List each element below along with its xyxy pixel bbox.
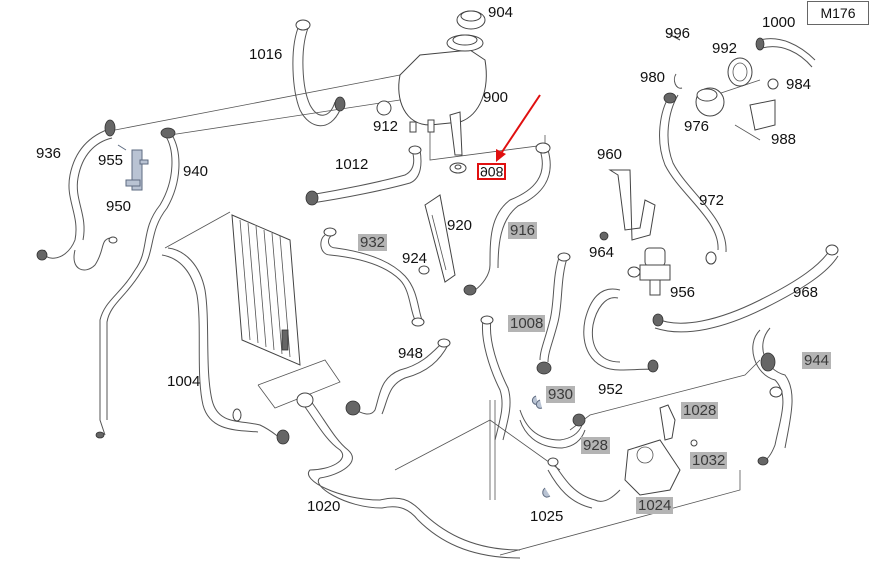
part-label-1000[interactable]: 1000 bbox=[762, 14, 796, 31]
hose-1000 bbox=[666, 32, 816, 68]
part-label-960[interactable]: 960 bbox=[597, 146, 623, 163]
part-label-1025[interactable]: 1025 bbox=[530, 508, 564, 525]
selection-arrow bbox=[496, 94, 541, 162]
part-label-928[interactable]: 928 bbox=[581, 437, 611, 454]
clip-924 bbox=[418, 265, 430, 275]
part-label-950[interactable]: 950 bbox=[106, 198, 132, 215]
part-label-968[interactable]: 968 bbox=[793, 284, 819, 301]
hose-940 bbox=[95, 127, 180, 439]
thermostat-976 bbox=[673, 57, 779, 141]
bracket-960 bbox=[599, 169, 656, 241]
part-label-980[interactable]: 980 bbox=[640, 69, 666, 86]
part-label-1024[interactable]: 1024 bbox=[636, 497, 674, 514]
part-label-992[interactable]: 992 bbox=[712, 40, 738, 57]
part-label-908-selected[interactable]: 908 bbox=[477, 163, 507, 180]
part-label-936[interactable]: 936 bbox=[36, 145, 62, 162]
hose-936 bbox=[36, 119, 118, 271]
part-label-984[interactable]: 984 bbox=[786, 76, 812, 93]
bracket-950 bbox=[117, 144, 149, 191]
part-label-904[interactable]: 904 bbox=[488, 4, 514, 21]
hose-968 bbox=[652, 244, 839, 333]
part-label-912[interactable]: 912 bbox=[373, 118, 399, 135]
hose-952 bbox=[583, 288, 659, 373]
hose-1020 bbox=[296, 392, 521, 559]
pump-1024 bbox=[624, 404, 698, 496]
hose-916 bbox=[463, 142, 551, 296]
part-label-932[interactable]: 932 bbox=[358, 234, 388, 251]
part-label-1020[interactable]: 1020 bbox=[307, 498, 341, 515]
hose-1004 bbox=[161, 247, 290, 445]
part-label-900[interactable]: 900 bbox=[483, 89, 509, 106]
part-label-940[interactable]: 940 bbox=[183, 163, 209, 180]
model-badge: M176 bbox=[807, 1, 869, 25]
hose-944 bbox=[752, 327, 793, 466]
part-label-916[interactable]: 916 bbox=[508, 222, 538, 239]
hose-1025 bbox=[542, 457, 621, 509]
part-label-956[interactable]: 956 bbox=[670, 284, 696, 301]
part-label-1012[interactable]: 1012 bbox=[335, 156, 369, 173]
expansion-tank-900 bbox=[376, 10, 487, 174]
part-label-1032[interactable]: 1032 bbox=[690, 452, 728, 469]
hose-1012 bbox=[305, 145, 422, 206]
hose-1016 bbox=[292, 19, 346, 127]
hose-1008 bbox=[531, 252, 571, 409]
hose-932 bbox=[320, 227, 425, 327]
hose-928 bbox=[519, 409, 586, 449]
part-label-964[interactable]: 964 bbox=[589, 244, 615, 261]
valve-956 bbox=[627, 247, 671, 296]
part-label-924[interactable]: 924 bbox=[402, 250, 428, 267]
radiator bbox=[231, 214, 301, 366]
part-label-972[interactable]: 972 bbox=[699, 192, 725, 209]
part-label-1016[interactable]: 1016 bbox=[249, 46, 283, 63]
bracket-920 bbox=[424, 194, 456, 283]
part-label-1028[interactable]: 1028 bbox=[681, 402, 719, 419]
part-label-930[interactable]: 930 bbox=[546, 386, 576, 403]
part-label-996[interactable]: 996 bbox=[665, 25, 691, 42]
part-label-944[interactable]: 944 bbox=[802, 352, 832, 369]
part-label-952[interactable]: 952 bbox=[598, 381, 624, 398]
part-label-948[interactable]: 948 bbox=[398, 345, 424, 362]
part-label-976[interactable]: 976 bbox=[684, 118, 710, 135]
hose-948 bbox=[345, 338, 451, 416]
hose-972 bbox=[659, 92, 727, 265]
center-pipe-assembly bbox=[480, 315, 511, 500]
part-label-955[interactable]: 955 bbox=[98, 152, 124, 169]
part-label-988[interactable]: 988 bbox=[771, 131, 797, 148]
part-label-1004[interactable]: 1004 bbox=[167, 373, 201, 390]
part-label-920[interactable]: 920 bbox=[447, 217, 473, 234]
part-label-1008[interactable]: 1008 bbox=[508, 315, 546, 332]
